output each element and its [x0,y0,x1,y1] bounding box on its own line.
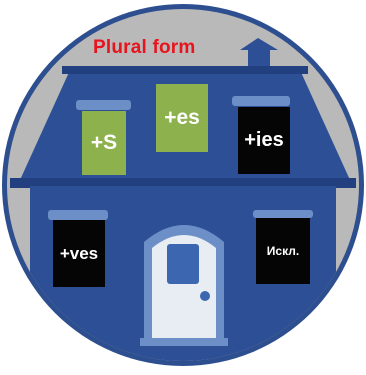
window-plus-ies-label: +ies [244,129,283,152]
window-plus-ies: +ies [238,107,290,174]
window-plus-es: +es [156,84,208,152]
window-hood-exceptions [253,210,313,218]
window-plus-ves-label: +ves [60,244,98,264]
title-label: Plural form [93,37,196,59]
window-plus-s: +S [82,111,126,175]
window-hood-ies [232,96,290,106]
window-exceptions: Искл. [256,218,310,284]
window-hood-s [76,100,131,110]
window-plus-s-label: +S [91,131,117,155]
window-plus-ves: +ves [53,220,105,287]
door-knob [200,291,210,301]
window-exceptions-label: Искл. [267,244,299,258]
window-hood-ves [48,210,108,220]
door-glass [167,244,199,284]
window-plus-es-label: +es [164,106,200,130]
roof-edge [62,66,308,74]
door-step [140,338,228,346]
